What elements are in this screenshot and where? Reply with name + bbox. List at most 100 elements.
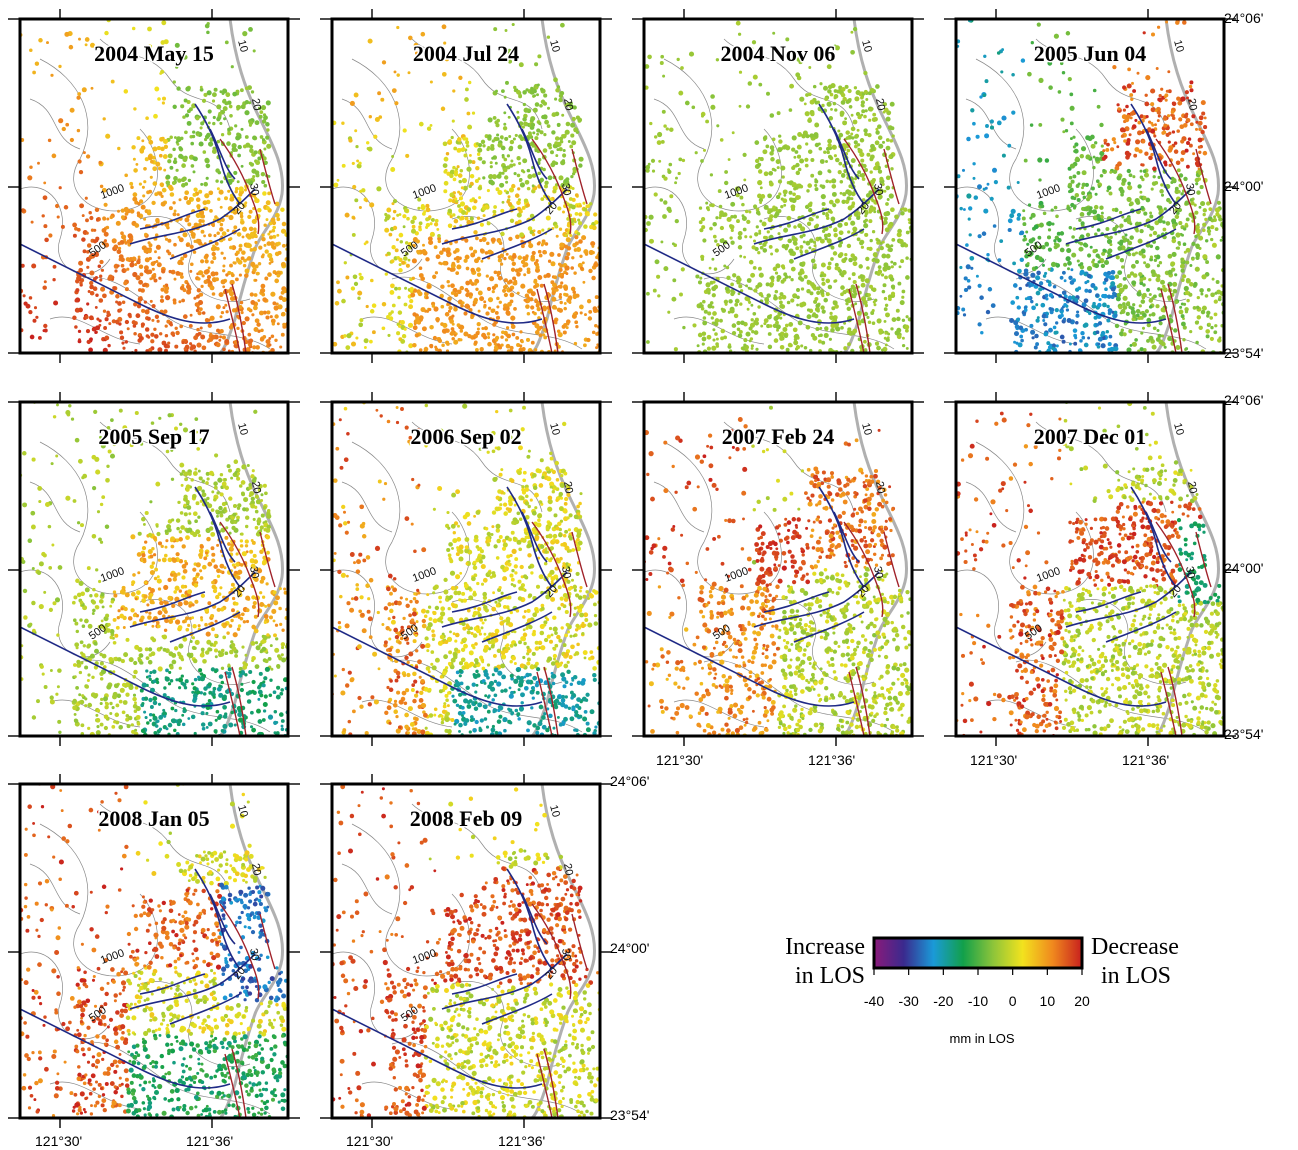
los-point [750, 303, 754, 307]
los-point [857, 148, 863, 154]
los-point [565, 326, 569, 330]
los-point [864, 214, 868, 218]
los-point [734, 186, 741, 192]
los-point [830, 322, 836, 328]
los-point [131, 26, 136, 31]
los-point [1146, 224, 1151, 229]
los-point [199, 307, 203, 311]
los-point [160, 146, 165, 152]
los-point [476, 216, 481, 220]
los-point [163, 289, 169, 294]
los-point [527, 173, 533, 180]
los-point [850, 113, 854, 117]
los-point [1061, 270, 1066, 275]
los-point [487, 134, 492, 139]
los-point [769, 151, 774, 156]
los-point [504, 29, 508, 32]
los-point [482, 176, 486, 180]
los-point [391, 202, 395, 206]
los-point [842, 120, 848, 126]
los-point [243, 258, 247, 263]
los-point [881, 240, 885, 244]
los-point [240, 256, 245, 261]
los-point [1189, 80, 1194, 85]
los-point [556, 122, 561, 127]
los-point [249, 292, 254, 297]
los-point [732, 273, 737, 278]
los-point [737, 292, 741, 296]
los-point [1175, 344, 1181, 351]
los-point [172, 147, 176, 152]
los-point [763, 135, 768, 139]
los-point [173, 136, 177, 139]
los-point [828, 180, 832, 184]
los-point [401, 334, 407, 339]
los-point [537, 275, 543, 280]
los-point [983, 54, 987, 58]
los-point [442, 141, 448, 147]
los-point [826, 64, 832, 70]
los-point [890, 291, 896, 296]
los-point [167, 153, 173, 159]
los-point [900, 259, 905, 264]
los-point [583, 207, 588, 212]
los-point [481, 332, 487, 338]
los-point [212, 256, 217, 261]
los-point [244, 316, 250, 322]
los-point [1117, 245, 1123, 251]
los-point [442, 260, 448, 266]
los-point [1103, 138, 1108, 143]
los-point [1035, 318, 1040, 323]
los-point [1061, 339, 1066, 344]
los-point [220, 133, 225, 137]
los-point [594, 220, 599, 225]
los-point [443, 180, 449, 186]
los-point [404, 251, 409, 256]
los-point [449, 241, 453, 246]
los-point [493, 205, 497, 209]
los-point [469, 279, 473, 283]
los-point [43, 323, 48, 329]
los-point [219, 90, 223, 94]
los-point [212, 115, 216, 120]
los-point [1171, 116, 1176, 121]
los-point [1153, 258, 1158, 263]
los-point [889, 139, 894, 143]
los-point [813, 132, 819, 138]
los-point [1174, 273, 1178, 277]
los-point [1049, 310, 1054, 315]
los-point [246, 307, 251, 311]
los-point [875, 127, 879, 131]
los-point [1030, 272, 1036, 278]
los-point [821, 103, 825, 108]
los-point [792, 293, 797, 298]
los-point [1202, 212, 1206, 217]
los-point [457, 204, 461, 208]
los-point [537, 249, 542, 254]
los-point [708, 266, 712, 270]
los-point [173, 242, 177, 247]
los-point [117, 241, 122, 246]
los-point [1146, 338, 1150, 343]
los-point [185, 86, 191, 92]
los-point [1009, 318, 1015, 323]
los-point [846, 329, 852, 335]
los-point [418, 315, 424, 321]
panel-title: 2004 Jul 24 [413, 41, 519, 66]
los-point [465, 266, 470, 271]
los-point [860, 282, 866, 288]
los-point [487, 145, 491, 150]
los-point [742, 227, 747, 232]
los-point [133, 331, 137, 336]
los-point [574, 212, 579, 216]
los-point [502, 126, 508, 131]
los-point [1043, 331, 1049, 337]
los-point [455, 255, 461, 261]
los-point [723, 335, 728, 340]
los-point [160, 295, 164, 299]
los-point [136, 213, 141, 218]
los-point [270, 291, 276, 297]
los-point [1157, 287, 1161, 291]
los-point [794, 150, 799, 154]
los-point [591, 330, 596, 335]
